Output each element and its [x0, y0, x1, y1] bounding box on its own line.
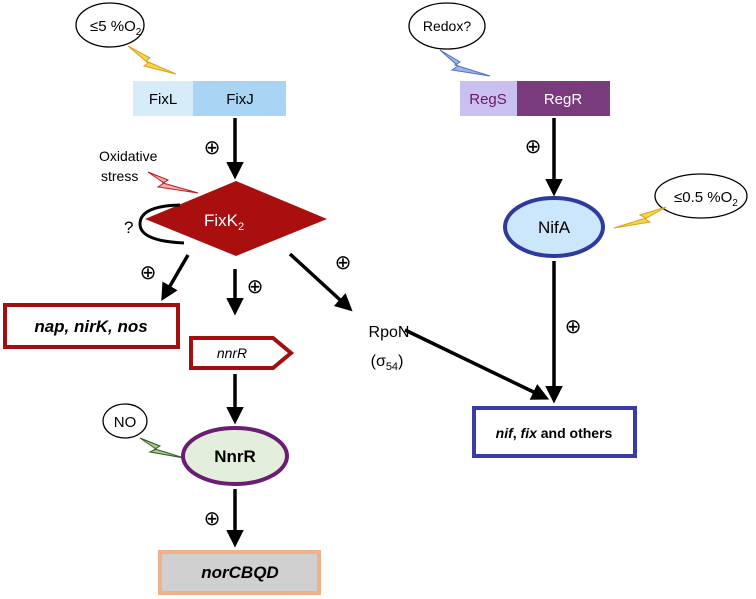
- nnrr-gene-label: nnrR: [217, 345, 247, 361]
- nifa-ellipse: [503, 196, 605, 258]
- fixl-label: FixL: [149, 91, 177, 108]
- fixk2-diamond: [145, 181, 327, 256]
- oxidative-label-line2: stress: [101, 168, 138, 184]
- activation-symbol: ⊕: [204, 508, 221, 530]
- nif-fix-box: [472, 406, 637, 458]
- rpon-label: RpoN: [369, 324, 410, 341]
- arrow-rpon-nif: [404, 328, 550, 400]
- nnrr-ellipse: [181, 426, 289, 486]
- sigma54-label: (σ54): [371, 353, 404, 373]
- denit-genes-label: nap, nirK, nos: [34, 317, 147, 336]
- lightning-icon-o2: [127, 45, 177, 75]
- fixj-box: [193, 81, 286, 116]
- activation-symbol: ⊕: [247, 276, 264, 298]
- nnrr-gene-arrow: [189, 336, 295, 370]
- o2-very-low-label: ≤0.5 %O2: [674, 189, 738, 209]
- activation-symbol: ⊕: [525, 136, 542, 158]
- lightning-icon-redox: [439, 49, 491, 77]
- fixk2-label: FixK2: [204, 211, 244, 233]
- lightning-icon-o2-nifa: [613, 206, 667, 229]
- no-bubble: [102, 403, 148, 439]
- redox-bubble: [408, 2, 486, 50]
- activation-symbol: ⊕: [140, 262, 157, 284]
- regr-label: RegR: [544, 91, 583, 108]
- activation-symbol: ⊕: [565, 316, 582, 338]
- activation-symbol: ⊕: [335, 252, 352, 274]
- nor-genes-box: [158, 550, 321, 595]
- nnrr-label: NnrR: [214, 447, 256, 466]
- regs-box: [460, 81, 517, 116]
- o2-low-bubble: [75, 2, 145, 48]
- fixj-label: FixJ: [226, 91, 254, 108]
- regs-label: RegS: [469, 91, 507, 108]
- regr-box: [517, 81, 610, 116]
- oxidative-label-line1: Oxidative: [99, 148, 158, 164]
- nif-fix-label: nif, fix and others: [496, 425, 613, 441]
- no-label: NO: [114, 414, 137, 431]
- arrow-fixk2-rpon: [288, 252, 353, 312]
- nor-genes-label: norCBQD: [201, 563, 278, 582]
- o2-low-label: ≤5 %O2: [90, 18, 142, 38]
- question-mark: ?: [124, 218, 133, 237]
- lightning-icon-no: [139, 437, 185, 459]
- denit-genes-box: [3, 303, 180, 349]
- lightning-icon-oxidative: [147, 171, 199, 194]
- activation-symbol: ⊕: [204, 137, 221, 159]
- nifa-label: NifA: [538, 218, 571, 237]
- fixl-box: [133, 81, 193, 116]
- autoregulation-curve: [138, 203, 185, 245]
- o2-very-low-bubble: [654, 173, 748, 219]
- arrow-fixk2-denit: [161, 254, 190, 302]
- redox-label: Redox?: [423, 18, 471, 34]
